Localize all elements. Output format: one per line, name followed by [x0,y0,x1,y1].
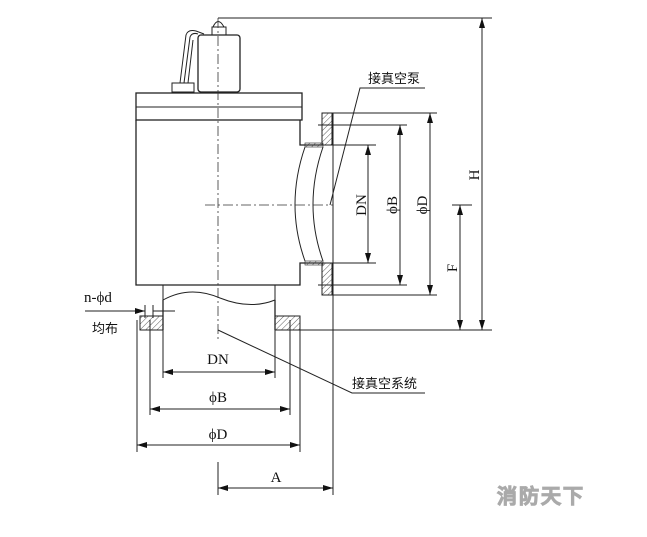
bottom-b-label: ϕB [209,390,227,406]
side-b-label: ϕB [385,196,401,214]
a-label: A [271,470,282,486]
vacuum-system-label: 接真空系统 [352,376,417,392]
vacuum-pump-label: 接真空泵 [368,71,420,87]
bottom-dn-label: DN [207,352,229,368]
bottom-d-label: ϕD [209,427,228,443]
h-label: H [467,169,483,180]
watermark: 消防天下 [497,484,585,508]
side-dn-label: DN [354,194,370,216]
dimensions [85,17,492,495]
valve-body [135,92,336,331]
side-d-label: ϕD [415,195,431,214]
evenly-distributed-label: 均布 [92,322,118,337]
solenoid [171,21,241,93]
bolt-holes-label: n-ϕd [84,290,112,306]
f-label: F [445,264,461,272]
